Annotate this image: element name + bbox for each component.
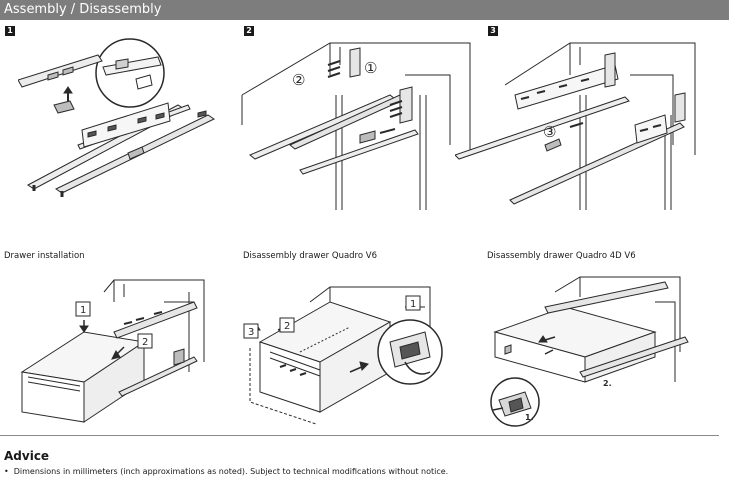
quadro-4d-v6-illustration: 1. 2. (490, 276, 689, 427)
section-divider (0, 435, 719, 436)
quadro-label-2: 2 (284, 321, 290, 332)
callout-2: ② (292, 71, 305, 89)
install-label-2: 2 (142, 337, 148, 348)
section-title: Assembly / Disassembly (4, 2, 162, 17)
quadro-label-3: 3 (248, 327, 254, 338)
quadro-label-1: 1 (410, 299, 416, 310)
caption-disassembly-quadro-4d-v6: Disassembly drawer Quadro 4D V6 (487, 251, 636, 261)
caption-drawer-installation: Drawer installation (4, 251, 85, 261)
step-badge-2: 2 (244, 26, 254, 36)
cabinet-runner-illustration: ② ① (241, 42, 471, 210)
advice-bullet-item: • Dimensions in millimeters (inch approxi… (4, 467, 448, 477)
advice-heading: Advice (4, 449, 50, 463)
section-header: Assembly / Disassembly (0, 0, 729, 20)
caption-disassembly-quadro-v6: Disassembly drawer Quadro V6 (243, 251, 377, 261)
runner-assembly-illustration (18, 38, 216, 197)
callout-1: ① (364, 59, 377, 77)
cabinet-detach-illustration: ③ (455, 42, 696, 210)
quadro4d-label-2: 2. (603, 379, 612, 388)
quadro4d-label-1: 1. (525, 413, 534, 422)
install-label-1: 1 (80, 305, 86, 316)
quadro-v6-illustration: 1 2 3 (243, 286, 443, 425)
drawer-installation-illustration: 1 2 (20, 279, 205, 423)
step-badge-3: 3 (488, 26, 498, 36)
callout-3: ③ (543, 123, 556, 141)
bullet-mark: • (4, 467, 9, 476)
step-badge-1: 1 (5, 26, 15, 36)
detail-magnifier-circle (95, 38, 165, 108)
advice-bullet-text: Dimensions in millimeters (inch approxim… (13, 467, 449, 476)
